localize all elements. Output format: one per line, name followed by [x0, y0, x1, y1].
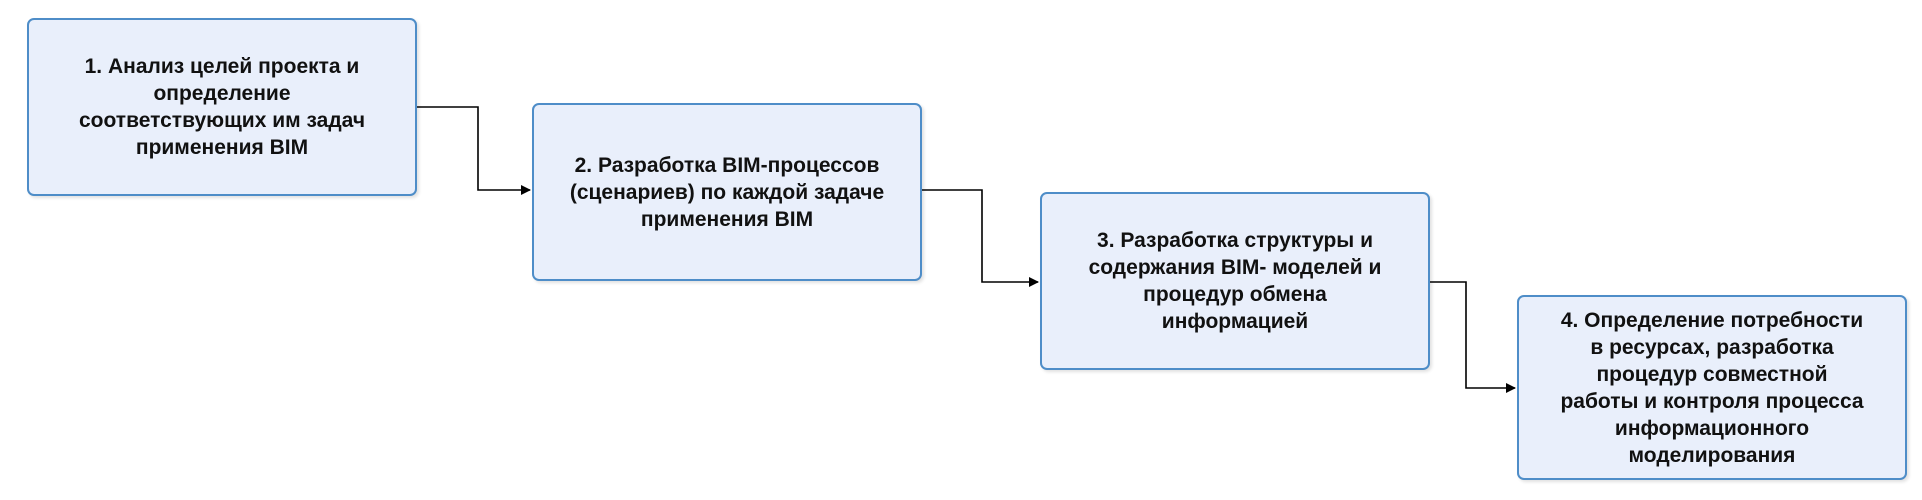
step-2-box: 2. Разработка BIM-процессов (сценариев) …: [532, 103, 922, 281]
step-2-text: 2. Разработка BIM-процессов (сценариев) …: [569, 153, 885, 231]
step-1-box: 1. Анализ целей проекта и определение со…: [27, 18, 417, 196]
step-1-text: 1. Анализ целей проекта и определение со…: [78, 55, 366, 159]
step-3-box: 3. Разработка структуры и содержания BIM…: [1040, 192, 1430, 370]
connector-1-to-2: [417, 106, 531, 195]
step-4-text: 4. Определение потребности в ресурсах, р…: [1560, 308, 1864, 467]
step-3-text: 3. Разработка структуры и содержания BIM…: [1088, 229, 1382, 333]
connector-2-to-3: [922, 189, 1039, 287]
connector-3-to-4: [1430, 281, 1516, 393]
step-4-box: 4. Определение потребности в ресурсах, р…: [1517, 295, 1907, 480]
